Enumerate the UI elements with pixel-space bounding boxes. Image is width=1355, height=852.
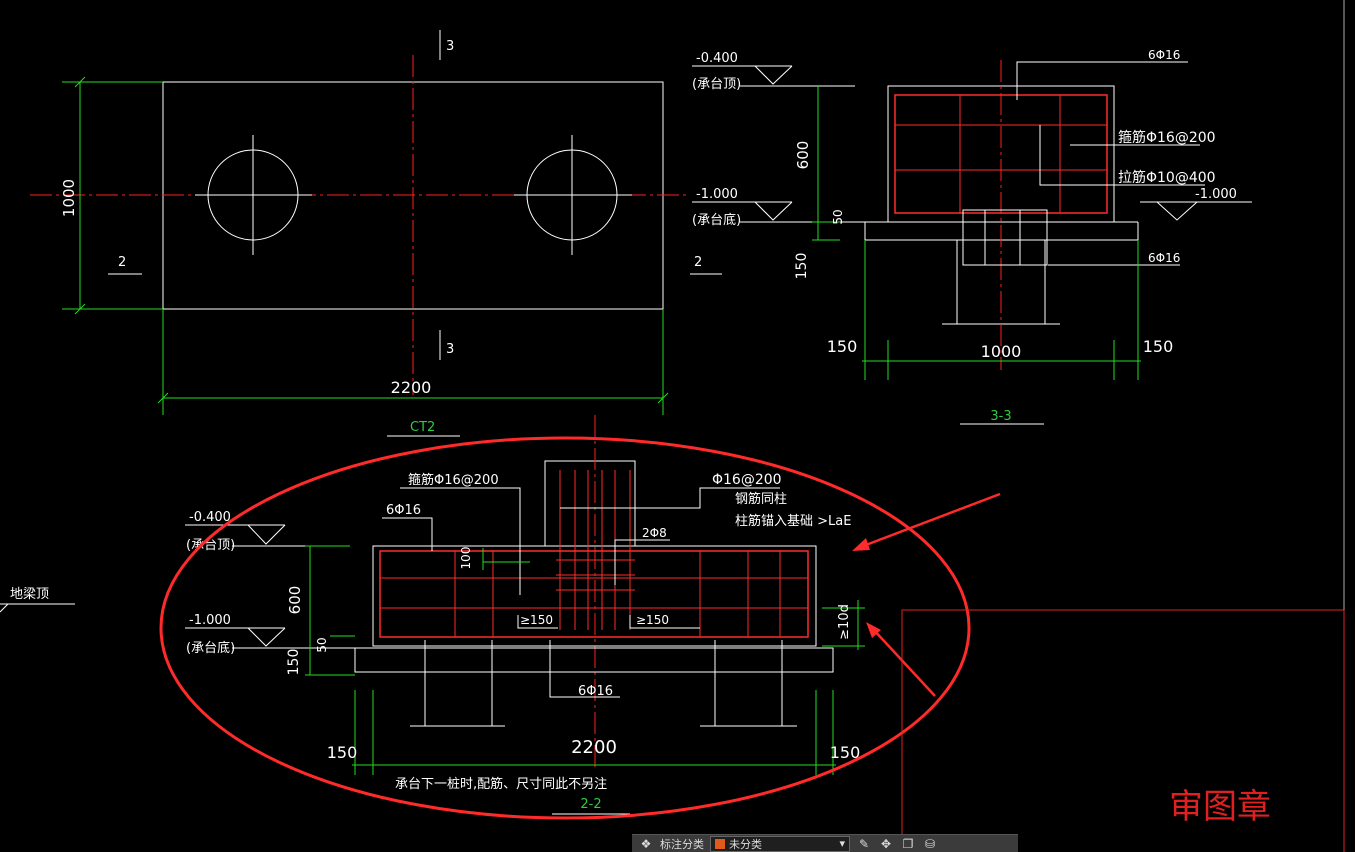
layer-icon[interactable]: ❖ xyxy=(640,836,652,851)
s33-dim-right: 150 xyxy=(1143,337,1174,356)
s33-title: 3-3 xyxy=(990,409,1011,424)
s22-dim-600: 600 xyxy=(286,586,304,615)
section-2-2: -0.400 (承台顶) -1.000 (承台底) 地梁顶 xyxy=(0,415,865,815)
s22-col-note1: 钢筋同柱 xyxy=(735,491,787,507)
pen-icon[interactable]: ✎ xyxy=(858,836,870,851)
s22-col-note2: 柱筋锚入基础 >LaE xyxy=(735,513,851,529)
layer-select[interactable]: 未分类 ▾ xyxy=(710,835,850,852)
section-3-3: -0.400 (承台顶) -1.000 (承台底) -1.000 xyxy=(692,48,1252,425)
s22-dim-50: 50 xyxy=(315,637,329,652)
s33-bottom-bars: 6Φ16 xyxy=(1148,251,1180,265)
section-3-top-mark: 3 xyxy=(446,39,454,54)
s22-dim-100: 100 xyxy=(459,547,473,570)
s22-ge10d: ≥10d xyxy=(837,604,852,640)
s33-top-bars: 6Φ16 xyxy=(1148,48,1180,62)
s22-stirrup: 箍筋Φ16@200 xyxy=(408,472,499,488)
s22-dim-right: 150 xyxy=(830,743,861,762)
s33-dim-mid: 1000 xyxy=(981,342,1022,361)
s22-bottom-bars: 6Φ16 xyxy=(578,684,613,699)
database-icon[interactable]: ⛁ xyxy=(924,836,936,851)
section-2-left-mark: 2 xyxy=(118,255,126,270)
s22-col-stirrup: Φ16@200 xyxy=(712,472,782,488)
copy-icon[interactable]: ❐ xyxy=(902,836,914,851)
s33-label-top: -0.400 xyxy=(696,51,738,66)
s22-note: 承台下一桩时,配筋、尺寸同此不另注 xyxy=(395,776,607,792)
s22-top-bars: 6Φ16 xyxy=(386,503,421,518)
s33-dim-150: 150 xyxy=(794,253,810,280)
s33-tie: 拉筋Φ10@400 xyxy=(1118,169,1216,186)
review-stamp: 审图章 xyxy=(1169,787,1271,827)
section-2-right-mark: 2 xyxy=(694,255,702,270)
bottom-toolbar: ❖ 标注分类 未分类 ▾ ✎ ✥ ❐ ⛁ xyxy=(632,834,1018,852)
s22-tie: 2Φ8 xyxy=(642,526,667,540)
s22-dim-mid: 2200 xyxy=(571,737,617,758)
s22-ge150a: ≥150 xyxy=(520,613,553,627)
section-3-bottom-mark: 3 xyxy=(446,342,454,357)
review-markup xyxy=(159,436,1001,820)
plan-view: 1000 2200 3 3 2 2 CT2 xyxy=(30,30,722,437)
s22-dim-150: 150 xyxy=(286,649,302,676)
plan-dim-height: 1000 xyxy=(60,179,78,217)
chevron-down-icon: ▾ xyxy=(839,837,845,850)
plan-dim-width: 2200 xyxy=(391,378,432,397)
arrow-1 xyxy=(857,492,1001,550)
plan-title: CT2 xyxy=(410,420,435,435)
s33-label-right: -1.000 xyxy=(1195,187,1237,202)
layer-value: 未分类 xyxy=(729,837,762,851)
s22-ge150b: ≥150 xyxy=(636,613,669,627)
highlight-ellipse xyxy=(159,436,971,820)
s22-label-top-note: (承台顶) xyxy=(186,538,235,553)
s22-label-bottom: -1.000 xyxy=(189,613,231,628)
s33-label-bottom: -1.000 xyxy=(696,187,738,202)
s33-label-top-note: (承台顶) xyxy=(692,77,741,92)
s33-stirrup: 箍筋Φ16@200 xyxy=(1118,129,1216,146)
move-icon[interactable]: ✥ xyxy=(880,836,892,851)
layer-color-swatch xyxy=(715,838,725,849)
s22-title: 2-2 xyxy=(580,797,601,812)
s22-label-top: -0.400 xyxy=(189,510,231,525)
s22-label-bottom-note: (承台底) xyxy=(186,640,235,656)
s33-dim-600: 600 xyxy=(794,141,812,170)
s33-dim-50: 50 xyxy=(831,209,845,224)
title-block: 审图章 xyxy=(901,0,1345,852)
beam-top-label: 地梁顶 xyxy=(10,587,49,602)
s33-dim-left: 150 xyxy=(827,337,858,356)
layer-label: 标注分类 xyxy=(660,837,704,851)
s22-dim-left: 150 xyxy=(327,743,358,762)
arrow-2 xyxy=(871,627,936,697)
s33-label-bottom-note: (承台底) xyxy=(692,212,741,228)
